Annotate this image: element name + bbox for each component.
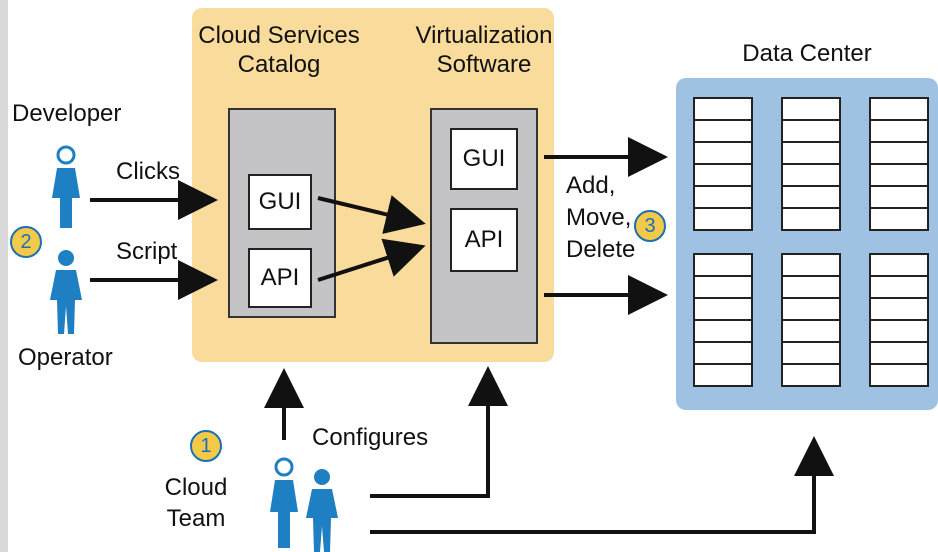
actions-label: Add, Move, Delete xyxy=(566,170,635,266)
server-racks xyxy=(693,97,929,387)
rack-top-1 xyxy=(693,97,753,231)
catalog-gui-box: GUI xyxy=(248,174,312,230)
left-edge-strip xyxy=(0,0,8,552)
rack-bottom-1 xyxy=(693,253,753,387)
operator-person-icon xyxy=(50,250,82,334)
configures-label: Configures xyxy=(312,424,429,451)
clicks-label: Clicks xyxy=(116,158,180,185)
catalog-api-box: API xyxy=(248,248,312,308)
api-to-virtualization-arrow xyxy=(317,238,426,282)
rack-top-3 xyxy=(869,97,929,231)
catalog-title: Cloud Services Catalog xyxy=(196,22,362,80)
virtualization-gui-box: GUI xyxy=(450,128,518,190)
rack-bottom-2 xyxy=(781,253,841,387)
actions-delete: Delete xyxy=(566,235,636,263)
cloud-team-line1: Cloud xyxy=(164,474,228,501)
configure-virtualization-arrow xyxy=(370,366,508,498)
cloud-team-male-icon xyxy=(306,469,338,552)
virtualization-api-label: API xyxy=(464,226,504,253)
rack-top-2 xyxy=(781,97,841,231)
operator-label: Operator xyxy=(18,344,113,371)
script-label: Script xyxy=(116,238,178,265)
actions-move: Move, xyxy=(566,203,632,231)
cloud-team-line2: Team xyxy=(166,505,226,533)
virtualization-title-line2: Software xyxy=(436,50,532,78)
virtualization-title: Virtualization Software xyxy=(404,22,564,80)
virtualization-title-line1: Virtualization xyxy=(415,22,553,49)
developer-label: Developer xyxy=(12,100,122,127)
developer-person-icon xyxy=(52,145,80,228)
step-2-badge: 2 xyxy=(10,226,42,258)
step-3-badge: 3 xyxy=(634,210,666,242)
virtualization-gui-label: GUI xyxy=(462,145,506,172)
actions-add: Add, xyxy=(566,172,616,199)
virtualization-api-box: API xyxy=(450,208,518,272)
catalog-gui-label: GUI xyxy=(258,188,302,215)
step-1-badge: 1 xyxy=(190,430,222,462)
catalog-title-line1: Cloud Services xyxy=(198,22,360,49)
cloud-team-female-icon xyxy=(270,457,298,548)
configure-data-center-arrow xyxy=(370,436,834,534)
catalog-api-label: API xyxy=(260,264,300,291)
data-center-title: Data Center xyxy=(742,40,872,67)
gui-to-virtualization-arrow xyxy=(317,195,426,234)
catalog-title-line2: Catalog xyxy=(237,50,321,78)
cloud-team-label: Cloud Team xyxy=(158,472,234,534)
rack-bottom-3 xyxy=(869,253,929,387)
